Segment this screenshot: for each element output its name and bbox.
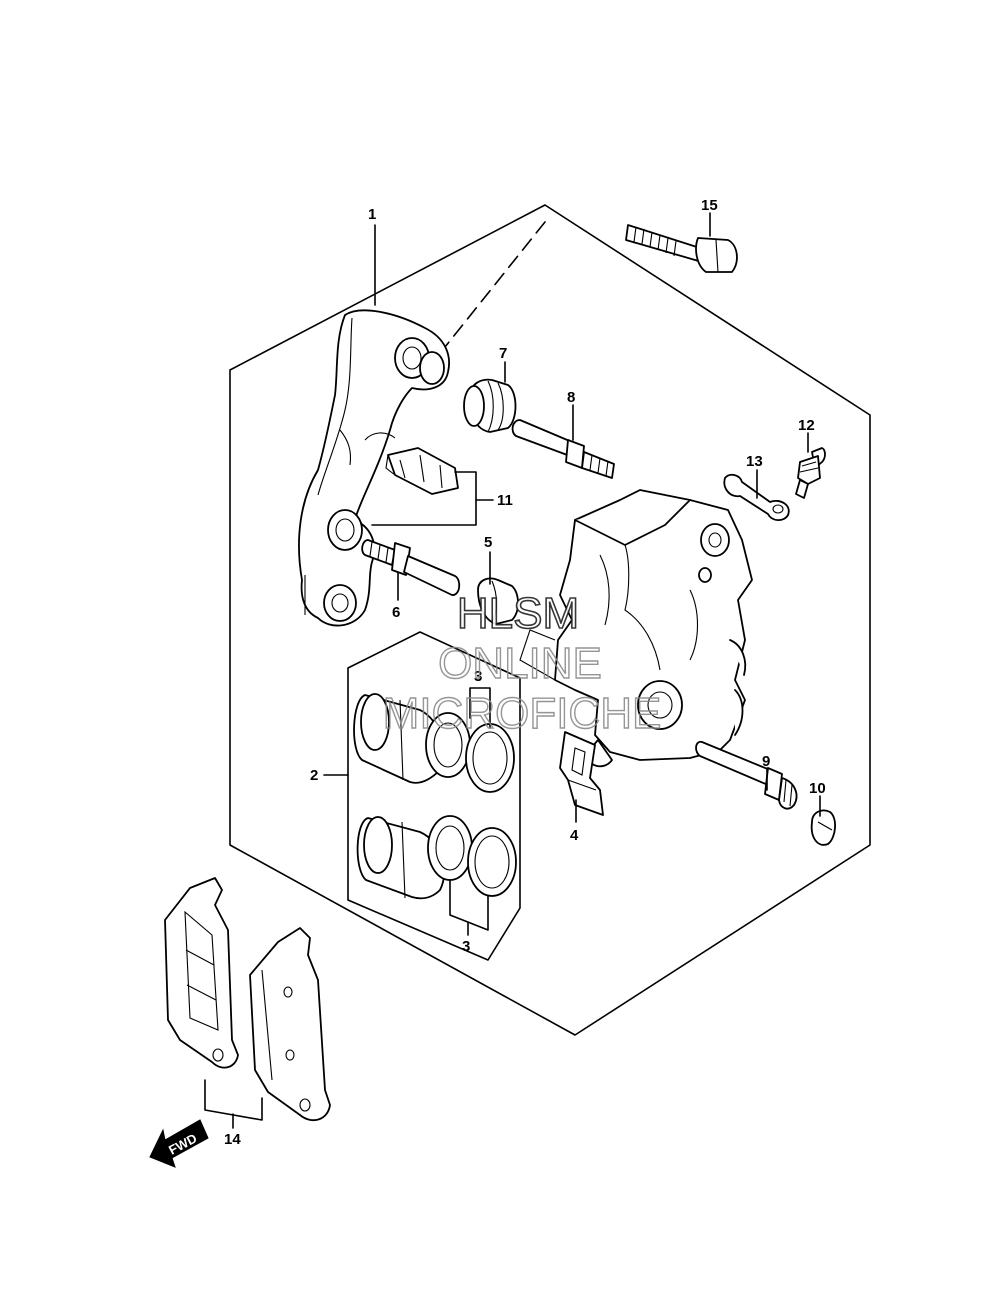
label-3-top[interactable]: 3 [474, 668, 482, 685]
label-2[interactable]: 2 [310, 767, 318, 784]
label-9[interactable]: 9 [762, 753, 770, 770]
watermark-line-1: HLSM [457, 589, 579, 638]
slide-pin-lower-part[interactable] [361, 539, 461, 596]
pad-retainer-part[interactable] [559, 731, 604, 816]
leader-3-top [469, 687, 491, 729]
label-4[interactable]: 4 [570, 827, 579, 844]
label-8[interactable]: 8 [567, 389, 575, 406]
boot-lower-part[interactable] [477, 577, 519, 625]
brake-pad-inner-part[interactable] [249, 927, 331, 1122]
label-10[interactable]: 10 [809, 780, 826, 797]
pad-spring-part[interactable] [385, 447, 459, 495]
slide-pin-right-part[interactable] [695, 740, 798, 810]
seal-lower-part[interactable] [427, 815, 517, 897]
label-5[interactable]: 5 [484, 534, 492, 551]
caliper-bracket-part[interactable] [298, 309, 450, 627]
leader-11 [371, 471, 477, 526]
label-1[interactable]: 1 [368, 206, 376, 223]
label-12[interactable]: 12 [798, 417, 815, 434]
plug-part[interactable] [810, 809, 836, 846]
label-6[interactable]: 6 [392, 604, 400, 621]
label-15[interactable]: 15 [701, 197, 718, 214]
label-11[interactable]: 11 [497, 492, 513, 509]
piston-kit-outline [347, 631, 521, 961]
brake-pad-outer-part[interactable] [164, 877, 239, 1069]
watermark-line-2: ONLINE [438, 639, 602, 688]
assembly-outline [229, 204, 871, 1036]
bolt-part[interactable] [625, 224, 738, 273]
label-13[interactable]: 13 [746, 453, 763, 470]
label-7[interactable]: 7 [499, 345, 507, 362]
leader-3-bottom [449, 879, 489, 931]
caliper-body[interactable] [519, 489, 753, 768]
watermark-line-3: MICROFICHE [383, 689, 662, 738]
slide-pin-upper-part[interactable] [511, 419, 615, 479]
watermark: HLSM ONLINE MICROFICHE [382, 588, 662, 739]
forward-direction-arrow: FWD [149, 1119, 209, 1168]
fwd-arrow-label: FWD [166, 1131, 199, 1158]
boot-part[interactable] [463, 378, 517, 433]
label-14[interactable]: 14 [224, 1131, 241, 1148]
seal-upper-part[interactable] [425, 712, 515, 793]
bleeder-valve-part[interactable] [795, 447, 826, 499]
label-3-bottom[interactable]: 3 [462, 938, 470, 955]
